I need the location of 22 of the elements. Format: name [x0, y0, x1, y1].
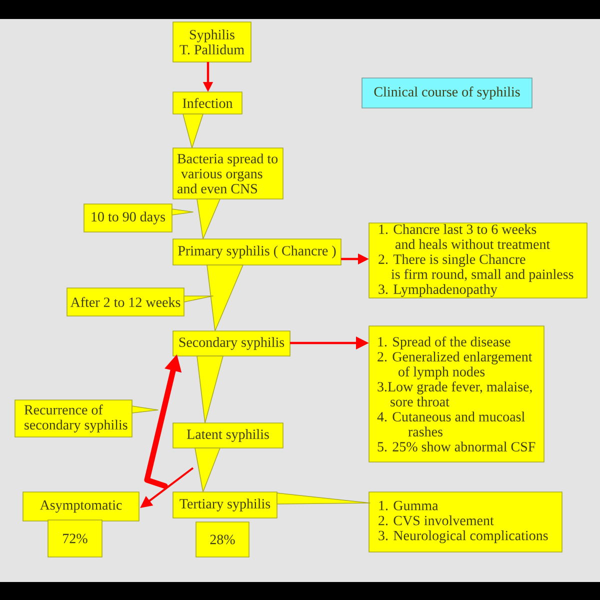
title-box: Clinical course of syphilis	[362, 78, 532, 108]
process-box: Asymptomatic	[22, 492, 140, 522]
callout-pointer	[196, 198, 220, 240]
callout-box: 10 to 90 days	[84, 204, 172, 232]
percent-box: 28%	[196, 522, 250, 558]
callout-box: Recurrence of secondary syphilis	[14, 400, 132, 438]
callout-pointer	[194, 448, 220, 492]
callout-pointer	[184, 296, 214, 302]
callout-pointer	[196, 356, 224, 424]
process-box: Secondary syphilis	[172, 330, 290, 356]
process-box: Bacteria spread to various organs and even CNS	[172, 148, 284, 200]
callout-pointer	[206, 264, 244, 332]
note-box: 1. Spread of the disease 2. Generalized enlargement of lymph nodes 3.Low grade fever, malaise, sore throat 4. Cutaneous and mucoasl rashes 5. 25% show abnormal CSF	[368, 326, 544, 462]
callout-pointer	[276, 492, 370, 504]
callout-pointer	[182, 114, 204, 148]
note-box: 1. Gumma 2. CVS involvement 3. Neurological complications	[368, 492, 562, 552]
callout-box: After 2 to 12 weeks	[66, 288, 184, 316]
process-box: Syphilis T. Pallidum	[172, 22, 252, 62]
callout-pointer	[172, 208, 194, 216]
percent-box: 72%	[48, 520, 102, 558]
note-box: 1. Chancre last 3 to 6 weeks and heals without treatment 2. There is single Chancre is firm round, small and painless 3. Lymphadenopathy	[368, 222, 588, 298]
callout-pointer	[132, 406, 158, 414]
